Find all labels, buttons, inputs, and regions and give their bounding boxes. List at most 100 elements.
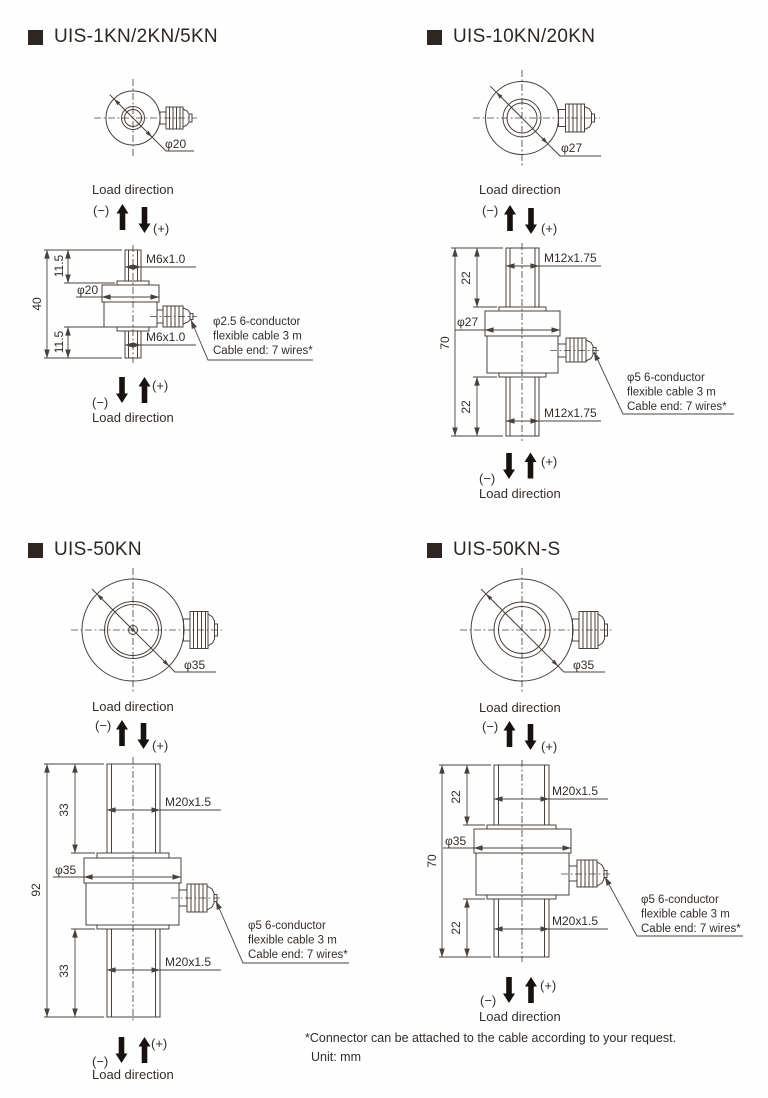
load-arrow-down-icon	[116, 377, 128, 403]
load-direction-top: Load direction (−) (+)	[479, 182, 561, 236]
cable-note-line3: Cable end: 7 wires*	[213, 345, 313, 357]
load-direction-top: Load direction (−) (+)	[92, 699, 174, 753]
load-arrow-down-icon	[503, 977, 515, 1003]
section-title-uis-1kn: UIS-1KN/2KN/5KN	[28, 26, 218, 48]
load-arrow-down-icon	[115, 1037, 128, 1063]
square-bullet-icon	[28, 542, 43, 558]
load-arrow-up-icon	[138, 1037, 151, 1063]
cable-note: φ5 6-conductor flexible cable 3 m Cable …	[604, 876, 743, 937]
minus-label: (−)	[482, 719, 498, 734]
load-direction-label: Load direction	[92, 1067, 174, 1082]
drawing-uis-50kn: φ35 Load direction (−) (+)	[29, 568, 349, 1082]
load-direction-label: Load direction	[92, 699, 174, 714]
load-arrow-up-icon	[504, 205, 516, 231]
section-title-uis-10kn: UIS-10KN/20KN	[427, 26, 595, 48]
top-diameter-label: φ35	[573, 658, 594, 672]
cable-note-line3: Cable end: 7 wires*	[641, 923, 741, 935]
load-direction-label: Load direction	[479, 486, 561, 501]
load-direction-label: Load direction	[92, 182, 174, 197]
load-direction-bottom: (−) (+) Load direction	[479, 452, 561, 501]
minus-label: (−)	[92, 395, 108, 410]
model-title: UIS-1KN/2KN/5KN	[54, 26, 218, 47]
top-view: φ35	[71, 568, 222, 692]
footer-unit-note: Unit: mm	[311, 1050, 361, 1064]
thread-label-bottom: M20x1.5	[552, 914, 598, 928]
drawing-uis-1kn-2kn-5kn: φ20 Load direction (−) (+)	[30, 79, 313, 425]
load-direction-top: Load direction (−) (+)	[479, 700, 561, 754]
cable-connector-side-view	[568, 859, 608, 888]
load-direction-bottom: (−) (+) Load direction	[92, 377, 174, 425]
minus-label: (−)	[95, 718, 111, 733]
square-bullet-icon	[28, 29, 43, 45]
cable-connector-top-view	[159, 106, 193, 130]
thread-label-top: M20x1.5	[552, 784, 598, 798]
cable-note-line1: φ5 6-conductor	[248, 920, 326, 932]
load-arrow-down-icon	[138, 207, 151, 233]
cable-note: φ5 6-conductor flexible cable 3 m Cable …	[593, 351, 734, 415]
cable-note-line2: flexible cable 3 m	[641, 909, 730, 921]
top-diameter-label: φ27	[561, 141, 582, 155]
dim-lower-stud: 33	[57, 964, 71, 978]
cable-connector-side-view	[557, 337, 597, 363]
dim-overall-height: 70	[425, 854, 439, 868]
top-view: φ27	[473, 70, 601, 166]
dim-lower-stud: 22	[449, 921, 463, 935]
load-direction-bottom: (−) (+) Load direction	[479, 977, 561, 1024]
plus-label: (+)	[541, 739, 557, 754]
top-diameter-label: φ35	[184, 658, 205, 672]
plus-label: (+)	[540, 978, 556, 993]
cable-note-line3: Cable end: 7 wires*	[627, 401, 727, 413]
cable-connector-top-view	[558, 103, 595, 133]
square-bullet-icon	[427, 29, 442, 45]
thread-label-top: M6x1.0	[146, 252, 186, 266]
load-direction-bottom: (−) (+) Load direction	[92, 1036, 174, 1082]
cable-note-line2: flexible cable 3 m	[213, 331, 302, 343]
thread-label-bottom: M12x1.75	[544, 406, 597, 420]
model-title: UIS-10KN/20KN	[453, 26, 596, 47]
plus-label: (+)	[151, 1036, 167, 1051]
thread-label-bottom: M20x1.5	[165, 955, 211, 969]
dim-upper-stud: 11.5	[52, 254, 66, 277]
cable-connector-side-view	[178, 883, 218, 913]
dim-overall-height: 40	[30, 297, 44, 311]
load-arrow-up-icon	[116, 720, 128, 746]
load-arrow-up-icon	[503, 721, 516, 747]
load-arrow-up-icon	[116, 204, 129, 230]
load-arrow-down-icon	[524, 724, 537, 750]
cable-note: φ2.5 6-conductor flexible cable 3 m Cabl…	[190, 316, 313, 361]
dim-upper-stud: 22	[459, 271, 473, 285]
cable-note-line2: flexible cable 3 m	[248, 935, 337, 947]
minus-label: (−)	[93, 203, 109, 218]
plus-label: (+)	[541, 221, 557, 236]
cable-connector-side-view	[156, 305, 194, 328]
load-arrow-down-icon	[525, 208, 537, 234]
dimensions: 70 22 22 φ27 M12x1.75 M12x1.75	[438, 247, 601, 437]
load-direction-label: Load direction	[479, 182, 561, 197]
dim-upper-stud: 22	[449, 790, 463, 804]
footer-connector-note: *Connector can be attached to the cable …	[305, 1031, 677, 1045]
load-arrow-up-icon	[525, 977, 537, 1003]
minus-label: (−)	[92, 1054, 108, 1069]
dim-overall-height: 92	[29, 883, 43, 897]
dim-overall-height: 70	[438, 336, 452, 350]
cable-note-line1: φ5 6-conductor	[627, 372, 705, 384]
dim-flange-diameter: φ35	[445, 834, 466, 848]
cable-note-line2: flexible cable 3 m	[627, 387, 716, 399]
plus-label: (+)	[152, 738, 168, 753]
plus-label: (+)	[152, 378, 168, 393]
load-arrow-up-icon	[524, 452, 537, 479]
cable-note-line3: Cable end: 7 wires*	[248, 949, 348, 961]
top-diameter-label: φ20	[165, 137, 186, 151]
dim-lower-stud: 11.5	[52, 330, 66, 353]
thread-label-bottom: M6x1.0	[146, 330, 186, 344]
section-title-uis-50kn: UIS-50KN	[28, 539, 142, 561]
cable-note: φ5 6-conductor flexible cable 3 m Cable …	[215, 900, 349, 964]
cable-note-line1: φ5 6-conductor	[641, 894, 719, 906]
drawing-uis-50kn-s: φ35 Load direction (−) (+)	[425, 568, 743, 1024]
plus-label: (+)	[153, 221, 169, 236]
cable-connector-top-view	[572, 611, 608, 649]
load-arrow-down-icon	[137, 723, 150, 749]
load-arrow-down-icon	[503, 453, 515, 479]
cable-connector-top-view	[183, 611, 218, 649]
